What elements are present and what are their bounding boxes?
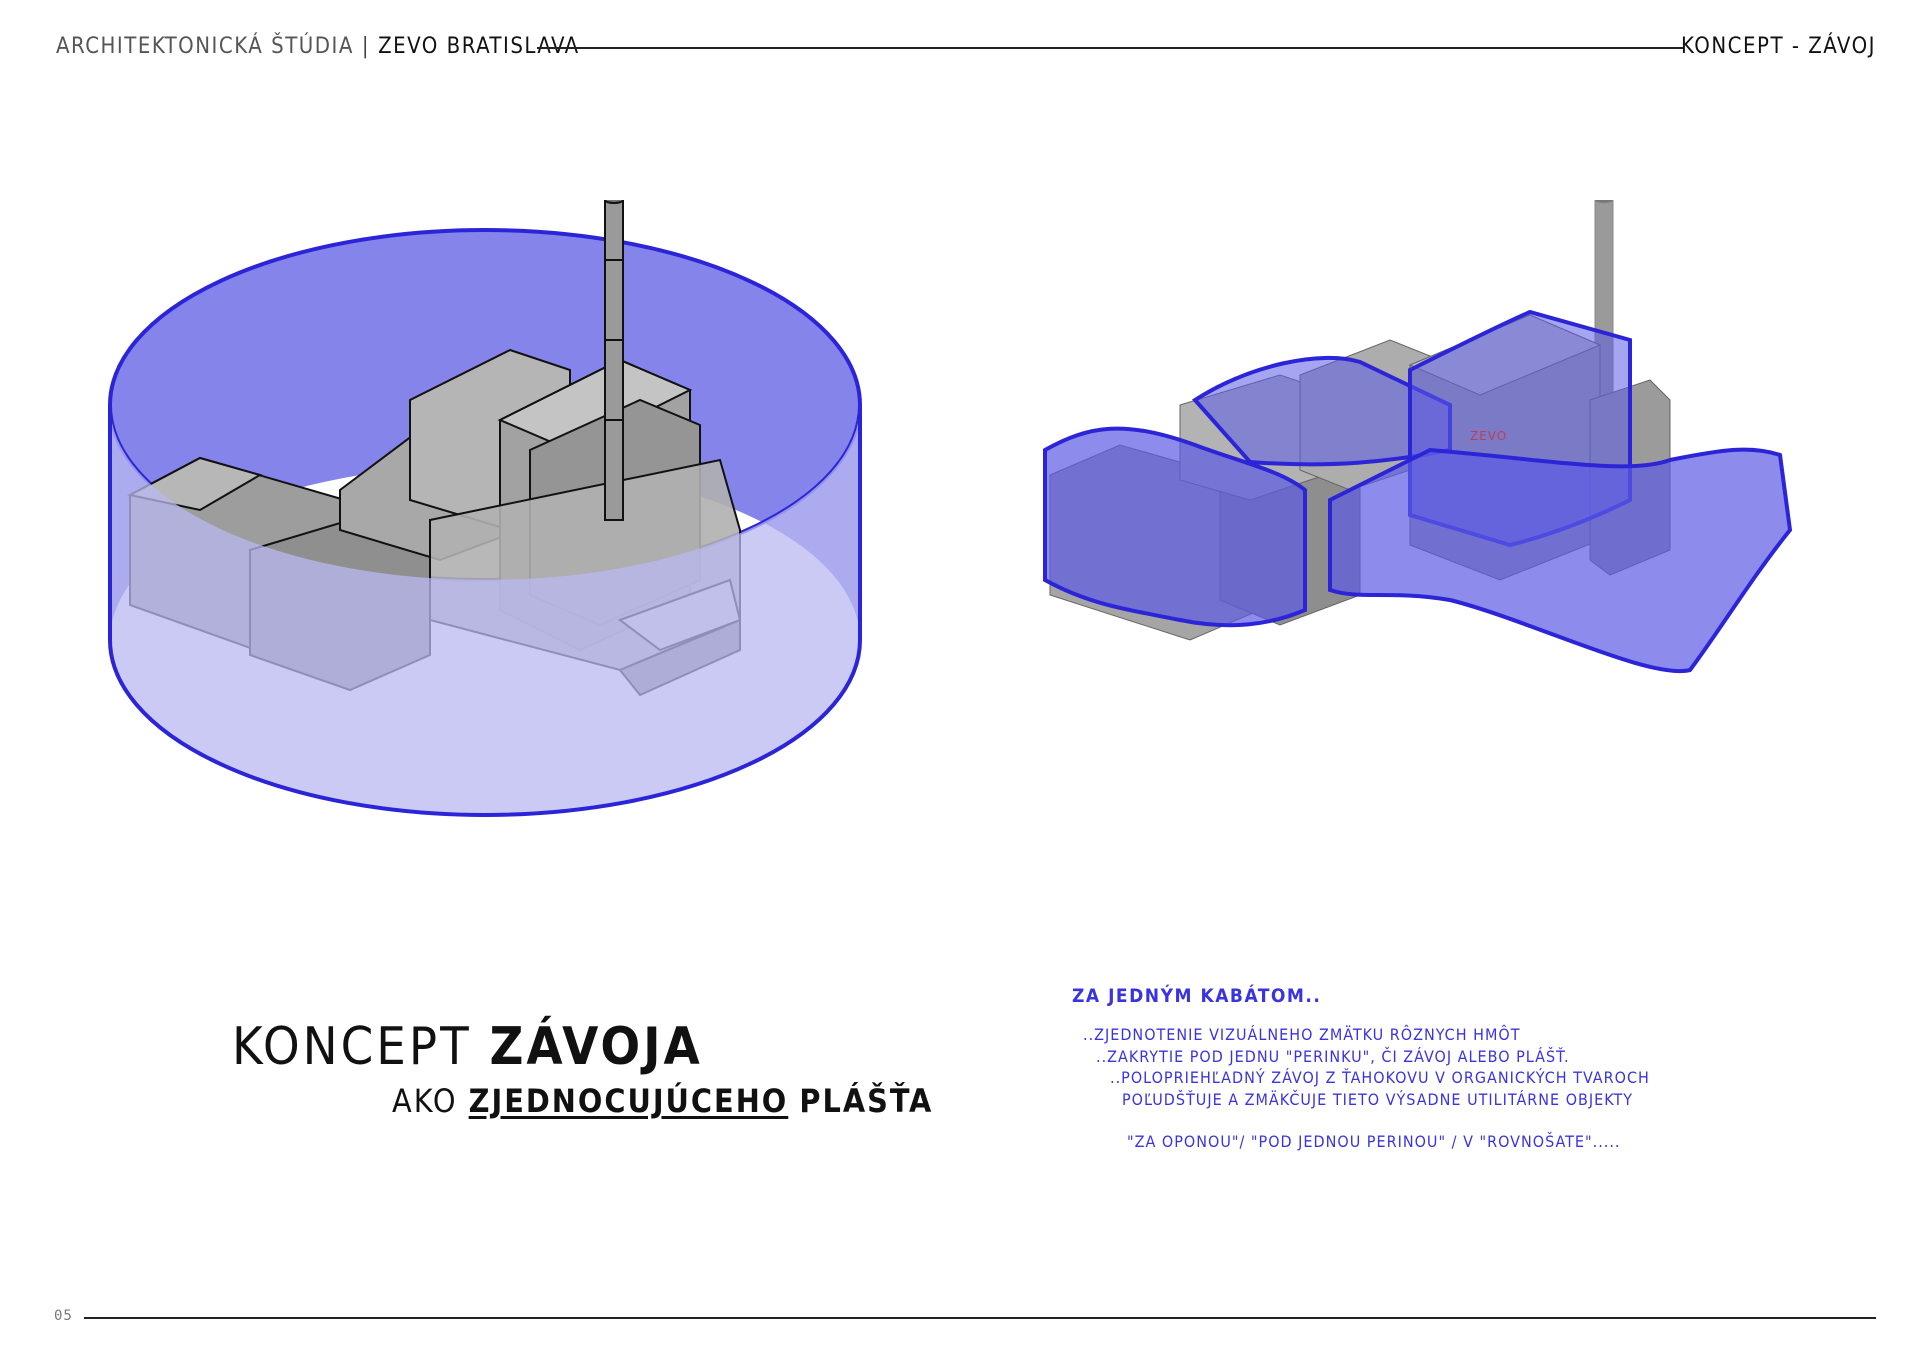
subtitle-suffix: PLÁŠŤA bbox=[799, 1082, 934, 1120]
text-line-5: "ZA OPONOU"/ "POD JEDNOU PERINOU" / V "R… bbox=[1127, 1132, 1621, 1151]
header-rule bbox=[537, 47, 1684, 49]
cylinder-outline bbox=[108, 405, 862, 817]
chimney bbox=[604, 200, 624, 521]
title-word-1: KONCEPT bbox=[232, 1017, 472, 1077]
title-word-2: ZÁVOJA bbox=[489, 1017, 703, 1077]
header-left: ARCHITEKTONICKÁ ŠTÚDIA | ZEVO BRATISLAVA bbox=[56, 30, 580, 64]
header-course: ARCHITEKTONICKÁ ŠTÚDIA bbox=[56, 34, 354, 59]
subtitle-prefix: AKO bbox=[392, 1082, 458, 1120]
veil-cylinder-diagram bbox=[108, 200, 862, 817]
subtitle-underlined: ZJEDNOCUJÚCEHO bbox=[468, 1082, 789, 1120]
text-line-1: ..ZJEDNOTENIE VIZUÁLNEHO ZMÄTKU RÔZNYCH … bbox=[1083, 1025, 1521, 1044]
page-header: ARCHITEKTONICKÁ ŠTÚDIA | ZEVO BRATISLAVA K… bbox=[56, 30, 1876, 64]
text-line-2: ..ZAKRYTIE POD JEDNU "PERINKU", ČI ZÁVOJ… bbox=[1096, 1047, 1570, 1066]
veil-label: ZEVO bbox=[1470, 429, 1507, 443]
header-separator: | bbox=[361, 34, 371, 59]
text-line-3: ..POLOPRIEHĽADNÝ ZÁVOJ Z ŤAHOKOVU V ORGA… bbox=[1110, 1068, 1650, 1087]
header-project: ZEVO BRATISLAVA bbox=[378, 34, 580, 59]
cylinder-front bbox=[110, 405, 860, 815]
text-heading: ZA JEDNÝM KABÁTOM.. bbox=[1072, 985, 1322, 1007]
footer-rule bbox=[84, 1317, 1876, 1319]
header-section: KONCEPT - ZÁVOJ bbox=[1681, 34, 1876, 59]
organic-veil bbox=[1043, 309, 1793, 674]
veil-wrap-diagram: ZEVO bbox=[1043, 200, 1793, 674]
page-number: 05 bbox=[54, 1308, 73, 1324]
concept-title: KONCEPT ZÁVOJA bbox=[232, 1015, 703, 1079]
concept-subtitle: AKO ZJEDNOCUJÚCEHO PLÁŠŤA bbox=[392, 1082, 933, 1120]
text-line-4: POĽUDŠŤUJE A ZMÄKČUJE TIETO VÝSADNE UTIL… bbox=[1122, 1090, 1634, 1109]
